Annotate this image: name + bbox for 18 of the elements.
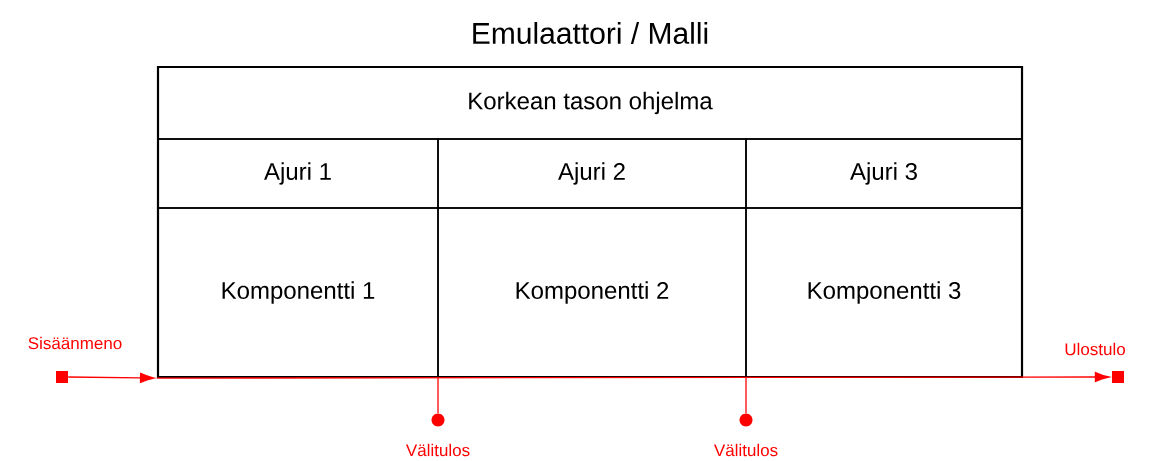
port-label: Välitulos bbox=[713, 443, 778, 457]
tap-line bbox=[745, 377, 747, 414]
cell: Komponentti 1 bbox=[157, 207, 439, 378]
cell: Ajuri 2 bbox=[437, 138, 747, 209]
cell: Komponentti 3 bbox=[745, 207, 1023, 378]
node-label: Emulaattori / Malli bbox=[473, 21, 708, 45]
signal-arrow bbox=[67, 372, 155, 383]
port-label: Sisäänmeno bbox=[28, 336, 122, 350]
terminal-square bbox=[1112, 371, 1124, 383]
terminal-square bbox=[56, 371, 68, 383]
signal-arrow bbox=[156, 371, 1110, 383]
port-label: Ulostulo bbox=[1065, 342, 1125, 356]
cell: Komponentti 2 bbox=[437, 207, 747, 378]
cell: Ajuri 1 bbox=[157, 138, 439, 209]
port-label: Välitulos bbox=[405, 443, 470, 457]
tap-line bbox=[437, 377, 439, 414]
cell: Ajuri 3 bbox=[745, 138, 1023, 209]
cell: Korkean tason ohjelma bbox=[157, 66, 1023, 140]
